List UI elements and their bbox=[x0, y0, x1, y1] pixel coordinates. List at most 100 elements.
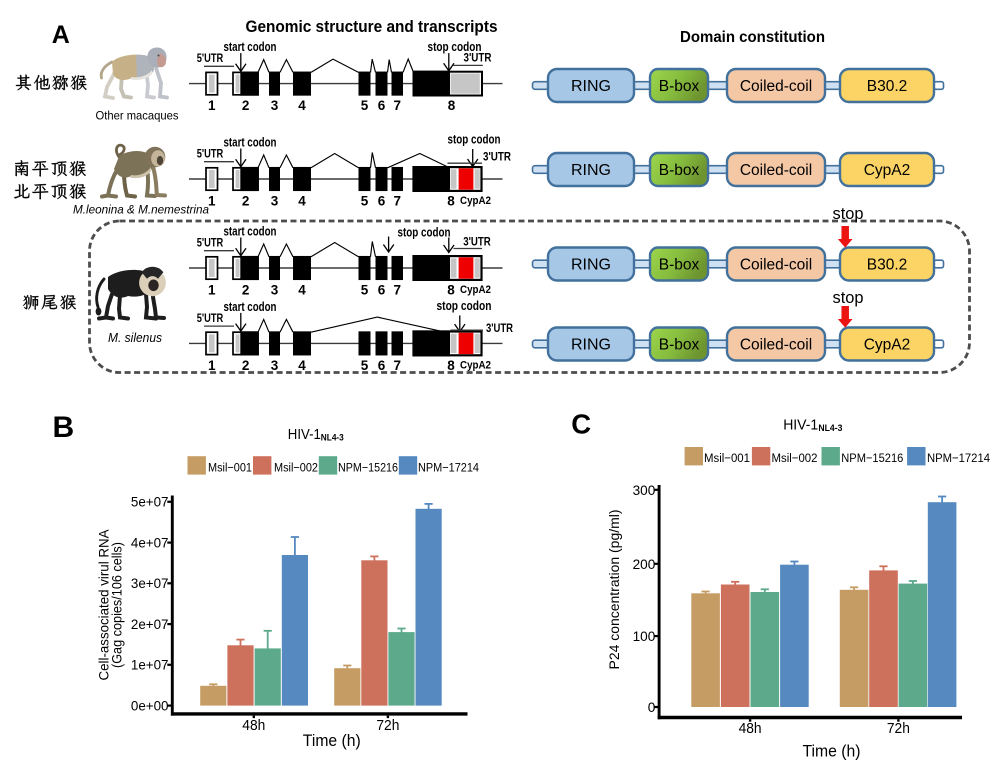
svg-text:100: 100 bbox=[633, 629, 656, 644]
svg-text:Other macaques: Other macaques bbox=[96, 109, 179, 123]
svg-text:Time (h): Time (h) bbox=[803, 743, 861, 761]
svg-text:7: 7 bbox=[393, 194, 401, 209]
svg-text:2: 2 bbox=[242, 358, 250, 373]
svg-text:Coiled-coil: Coiled-coil bbox=[740, 257, 812, 274]
svg-text:B: B bbox=[52, 411, 74, 444]
svg-text:1: 1 bbox=[208, 358, 216, 373]
svg-text:B30.2: B30.2 bbox=[867, 257, 908, 274]
svg-text:6: 6 bbox=[378, 358, 386, 373]
svg-text:Coiled-coil: Coiled-coil bbox=[740, 337, 812, 354]
svg-text:Coiled-coil: Coiled-coil bbox=[740, 78, 812, 95]
svg-text:3'UTR: 3'UTR bbox=[464, 51, 492, 65]
svg-text:stop: stop bbox=[833, 205, 864, 223]
svg-text:CypA2: CypA2 bbox=[864, 162, 911, 179]
svg-text:stop codon: stop codon bbox=[448, 133, 501, 147]
svg-text:NPM−15216: NPM−15216 bbox=[338, 460, 398, 474]
svg-text:Msil−002: Msil−002 bbox=[274, 460, 318, 474]
svg-text:CypA2: CypA2 bbox=[460, 195, 491, 207]
svg-text:3'UTR: 3'UTR bbox=[463, 235, 491, 249]
svg-text:6: 6 bbox=[378, 194, 386, 209]
svg-text:5'UTR: 5'UTR bbox=[197, 236, 224, 250]
svg-text:RING: RING bbox=[571, 257, 611, 274]
svg-text:B30.2: B30.2 bbox=[867, 78, 908, 95]
svg-text:4: 4 bbox=[298, 358, 306, 373]
svg-text:6: 6 bbox=[378, 283, 386, 298]
svg-text:1: 1 bbox=[208, 283, 216, 298]
svg-text:3: 3 bbox=[271, 98, 279, 113]
svg-text:8: 8 bbox=[448, 98, 456, 113]
svg-text:HIV-1: HIV-1 bbox=[783, 416, 818, 433]
svg-text:Cell-associated virul RNA: Cell-associated virul RNA bbox=[96, 529, 112, 681]
svg-text:72h: 72h bbox=[887, 720, 910, 737]
svg-text:P24 concentration (pg/ml): P24 concentration (pg/ml) bbox=[607, 510, 623, 670]
svg-text:48h: 48h bbox=[739, 720, 762, 737]
svg-text:2: 2 bbox=[242, 194, 250, 209]
svg-text:3e+07: 3e+07 bbox=[131, 576, 169, 591]
svg-text:start codon: start codon bbox=[224, 225, 277, 239]
svg-text:1: 1 bbox=[208, 194, 216, 209]
svg-text:5e+07: 5e+07 bbox=[131, 495, 169, 510]
svg-text:7: 7 bbox=[393, 98, 401, 113]
svg-text:NL4-3: NL4-3 bbox=[818, 423, 842, 433]
svg-text:2: 2 bbox=[242, 98, 250, 113]
svg-text:M. silenus: M. silenus bbox=[108, 331, 162, 345]
svg-text:M.leonina & M.nemestrina: M.leonina & M.nemestrina bbox=[73, 204, 210, 217]
svg-text:300: 300 bbox=[633, 483, 656, 498]
svg-text:7: 7 bbox=[393, 358, 401, 373]
svg-text:NPM−17214: NPM−17214 bbox=[927, 451, 990, 465]
svg-text:RING: RING bbox=[571, 162, 611, 179]
svg-text:CypA2: CypA2 bbox=[460, 284, 491, 296]
svg-text:NPM−17214: NPM−17214 bbox=[418, 460, 479, 474]
svg-text:5'UTR: 5'UTR bbox=[197, 147, 224, 161]
svg-text:Coiled-coil: Coiled-coil bbox=[740, 162, 812, 179]
svg-text:4: 4 bbox=[298, 194, 306, 209]
svg-text:5'UTR: 5'UTR bbox=[197, 51, 224, 65]
svg-text:HIV-1: HIV-1 bbox=[288, 426, 321, 443]
svg-text:1: 1 bbox=[208, 98, 216, 113]
svg-text:start codon: start codon bbox=[224, 40, 277, 54]
svg-text:5'UTR: 5'UTR bbox=[197, 311, 224, 325]
svg-text:7: 7 bbox=[393, 283, 401, 298]
svg-text:Msil−002: Msil−002 bbox=[772, 451, 818, 465]
svg-text:B-box: B-box bbox=[659, 78, 700, 95]
svg-text:RING: RING bbox=[571, 78, 611, 95]
svg-text:8: 8 bbox=[447, 358, 455, 373]
svg-text:start codon: start codon bbox=[224, 300, 277, 314]
svg-text:200: 200 bbox=[633, 557, 656, 572]
svg-text:0e+00: 0e+00 bbox=[131, 698, 169, 713]
svg-text:Msil−001: Msil−001 bbox=[704, 451, 750, 465]
svg-text:4: 4 bbox=[298, 283, 306, 298]
svg-text:6: 6 bbox=[378, 98, 386, 113]
svg-text:CypA2: CypA2 bbox=[864, 337, 911, 354]
svg-text:8: 8 bbox=[447, 283, 455, 298]
svg-text:NL4-3: NL4-3 bbox=[321, 433, 344, 443]
svg-text:Time (h): Time (h) bbox=[303, 732, 361, 750]
svg-text:A: A bbox=[52, 21, 70, 49]
svg-text:3'UTR: 3'UTR bbox=[486, 321, 513, 335]
svg-text:3: 3 bbox=[271, 358, 279, 373]
svg-text:1e+07: 1e+07 bbox=[131, 658, 169, 673]
svg-text:3: 3 bbox=[271, 194, 279, 209]
svg-text:3'UTR: 3'UTR bbox=[483, 150, 511, 164]
svg-text:5: 5 bbox=[361, 194, 369, 209]
svg-text:C: C bbox=[571, 409, 591, 440]
svg-text:Msil−001: Msil−001 bbox=[208, 460, 252, 474]
svg-text:Domain constitution: Domain constitution bbox=[680, 29, 825, 46]
svg-text:B-box: B-box bbox=[659, 337, 700, 354]
svg-text:(Gag copies/106 cells): (Gag copies/106 cells) bbox=[109, 542, 125, 668]
svg-text:0: 0 bbox=[648, 700, 656, 715]
svg-text:2e+07: 2e+07 bbox=[131, 617, 169, 632]
svg-text:B-box: B-box bbox=[659, 162, 700, 179]
svg-text:5: 5 bbox=[361, 283, 369, 298]
svg-text:3: 3 bbox=[271, 283, 279, 298]
svg-text:4e+07: 4e+07 bbox=[131, 535, 169, 550]
svg-text:Genomic structure and transcri: Genomic structure and transcripts bbox=[246, 17, 498, 36]
svg-text:NPM−15216: NPM−15216 bbox=[841, 451, 903, 465]
svg-text:4: 4 bbox=[298, 98, 306, 113]
svg-text:stop codon: stop codon bbox=[437, 299, 492, 313]
svg-text:stop: stop bbox=[833, 289, 864, 307]
svg-text:8: 8 bbox=[447, 194, 455, 209]
svg-text:start codon: start codon bbox=[224, 136, 277, 150]
svg-text:5: 5 bbox=[361, 358, 369, 373]
svg-text:CypA2: CypA2 bbox=[460, 359, 491, 371]
